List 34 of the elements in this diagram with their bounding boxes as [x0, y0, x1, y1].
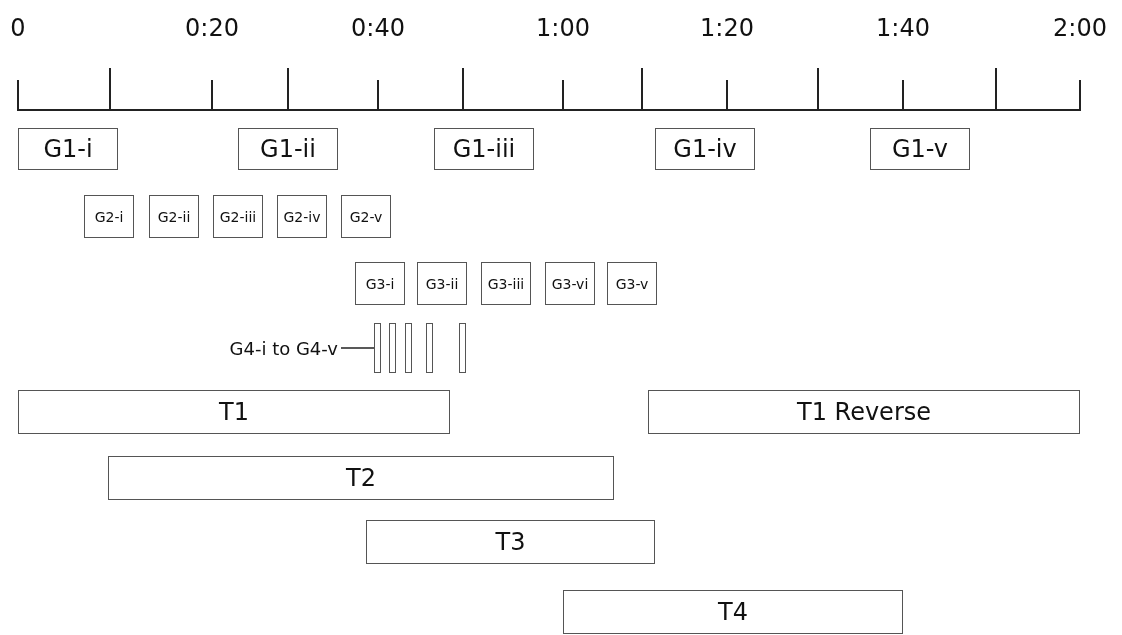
segment-box: G3-vi: [545, 262, 595, 305]
leader-line: [340, 347, 375, 349]
segment-box: G2-ii: [149, 195, 199, 238]
segment-box: G2-i: [84, 195, 134, 238]
segment-box: G1-iii: [434, 128, 534, 170]
segment-box: G1-iv: [655, 128, 755, 170]
segment-box: G3-ii: [417, 262, 467, 305]
track-bar: T3: [366, 520, 655, 564]
marker-bar: [459, 323, 466, 373]
marker-bar: [426, 323, 433, 373]
time-tick-label: 0:20: [185, 14, 239, 42]
segment-box: G1-ii: [238, 128, 338, 170]
track-bar: T1: [18, 390, 450, 434]
segment-box: G2-v: [341, 195, 391, 238]
time-tick-label: 1:40: [876, 14, 930, 42]
time-tick-label: 1:00: [536, 14, 590, 42]
segment-box: G3-i: [355, 262, 405, 305]
time-tick-label: 1:20: [700, 14, 754, 42]
segment-box: G2-iii: [213, 195, 263, 238]
leader-label: G4-i to G4-v: [228, 334, 338, 362]
time-tick-label: 0:40: [351, 14, 405, 42]
track-bar: T2: [108, 456, 614, 500]
segment-box: G1-i: [18, 128, 118, 170]
track-bar: T1 Reverse: [648, 390, 1080, 434]
marker-bar: [374, 323, 381, 373]
marker-bar: [389, 323, 396, 373]
segment-box: G3-iii: [481, 262, 531, 305]
track-bar: T4: [563, 590, 903, 634]
segment-box: G2-iv: [277, 195, 327, 238]
marker-bar: [405, 323, 412, 373]
segment-box: G3-v: [607, 262, 657, 305]
segment-box: G1-v: [870, 128, 970, 170]
time-tick-label: 2:00: [1053, 14, 1107, 42]
time-tick-label: 0: [10, 14, 26, 42]
